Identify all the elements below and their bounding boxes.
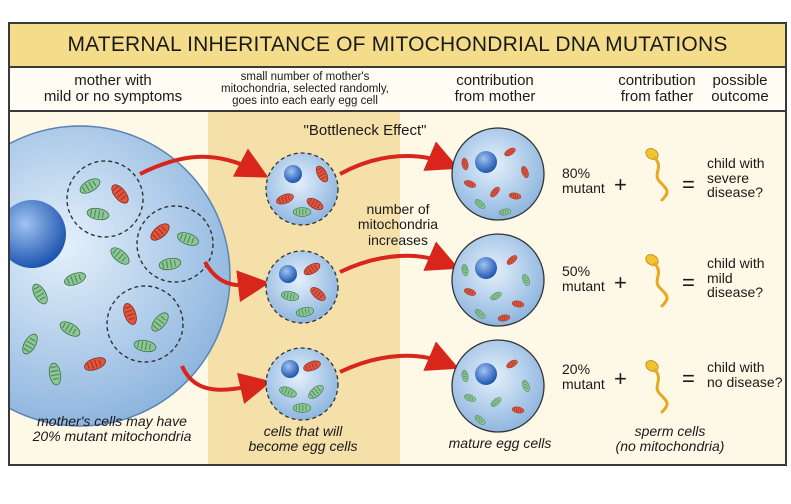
nucleus <box>279 265 297 283</box>
selection-circle <box>136 205 214 283</box>
row2-outcome-line1: child with <box>707 255 765 271</box>
header-possible-outcome: possible outcome <box>700 73 780 105</box>
arrow-to-early-cell-3 <box>180 365 272 405</box>
early-cell-2 <box>265 250 339 324</box>
sperm-caption-line1: sperm cells <box>634 423 706 439</box>
diagram-frame: MATERNAL INHERITANCE OF MITOCHONDRIAL DN… <box>8 22 787 466</box>
selection-circle <box>106 285 184 363</box>
row1-plus: + <box>614 172 627 197</box>
mature-egg-cell-2 <box>451 233 545 327</box>
row2-percent: 50% mutant <box>562 264 605 293</box>
mother-caption-line1: mother's cells may have <box>37 413 187 429</box>
sperm-caption: sperm cells (no mitochondria) <box>605 423 735 455</box>
header-contribution-father: contribution from father <box>607 73 707 105</box>
bottleneck-label: "Bottleneck Effect" <box>303 122 427 139</box>
nucleus <box>475 363 497 385</box>
row2-mutant-label: mutant <box>562 277 605 294</box>
column-headers: mother with mild or no symptoms small nu… <box>10 68 785 112</box>
normal-mitochondrion <box>292 207 312 217</box>
header-cm-line1: contribution <box>456 72 534 89</box>
title-bar: MATERNAL INHERITANCE OF MITOCHONDRIAL DN… <box>10 24 785 68</box>
row1-percent: 80% mutant <box>562 166 605 195</box>
header-mother-line2: mild or no symptoms <box>43 87 183 105</box>
sperm-cell-icon <box>642 144 669 202</box>
header-cf-line2: from father <box>620 87 694 105</box>
nucleus <box>475 257 497 279</box>
header-bottleneck-line1: small number of mother's <box>240 71 370 83</box>
mother-cells-caption: mother's cells may have 20% mutant mitoc… <box>22 413 202 445</box>
header-po-line1: possible <box>712 72 768 89</box>
row1-percent-value: 80% <box>562 165 591 181</box>
increase-label: number of mitochondria increases <box>348 201 448 248</box>
header-cf-line1: contribution <box>618 72 696 89</box>
row3-mutant-label: mutant <box>562 375 605 392</box>
row3-percent-value: 20% <box>562 361 591 377</box>
row2-outcome-line2: mild <box>707 269 733 286</box>
row1-mutant-label: mutant <box>562 179 605 196</box>
diagram-art <box>10 125 669 433</box>
nucleus <box>475 151 497 173</box>
row1-outcome-line3: disease? <box>707 184 764 201</box>
mother-nucleus <box>10 200 66 268</box>
mother-caption-line2: 20% mutant mitochondria <box>32 428 192 445</box>
increase-label-line1: number of <box>366 201 430 217</box>
arrow-to-early-cell-2 <box>203 260 270 303</box>
row2-outcome-line3: disease? <box>707 284 764 301</box>
sperm-caption-line2: (no mitochondria) <box>615 438 725 455</box>
row2-plus: + <box>614 270 627 295</box>
nucleus <box>281 360 299 378</box>
row2-percent-value: 50% <box>562 263 591 279</box>
row3-outcome-line2: no disease? <box>707 373 783 390</box>
early-caption-line1: cells that will <box>263 423 343 439</box>
row3-outcome: child with no disease? <box>707 360 783 389</box>
early-cell-1 <box>265 152 339 226</box>
header-cm-line2: from mother <box>454 87 536 105</box>
row3-equals: = <box>682 366 695 391</box>
mature-egg-cell-1 <box>451 127 545 221</box>
sperm-cell-icon <box>642 356 669 414</box>
arrow-to-mature-cell-1 <box>339 141 460 176</box>
row3-outcome-line1: child with <box>707 359 765 375</box>
row3-plus: + <box>614 366 627 391</box>
header-po-line2: outcome <box>711 87 769 105</box>
early-cells-caption: cells that will become egg cells <box>228 423 378 455</box>
mother-cell <box>10 125 231 427</box>
row1-equals: = <box>682 172 695 197</box>
increase-label-line3: increases <box>368 231 428 248</box>
row1-outcome-line2: severe <box>707 169 750 186</box>
row2-equals: = <box>682 270 695 295</box>
arrow-to-mature-cell-3 <box>339 341 460 374</box>
row2-outcome: child with mild disease? <box>707 256 765 300</box>
selection-circle <box>66 160 144 238</box>
header-contribution-mother: contribution from mother <box>430 73 560 105</box>
row3-percent: 20% mutant <box>562 362 605 391</box>
early-cell-3 <box>265 347 339 421</box>
header-mother-line1: mother with <box>74 72 152 89</box>
arrow-to-mature-cell-2 <box>339 241 460 274</box>
mature-egg-caption: mature egg cells <box>448 435 552 451</box>
sperm-cell-icon <box>642 250 669 308</box>
early-caption-line2: become egg cells <box>248 438 358 455</box>
header-bottleneck-line2: mitochondria, selected randomly, <box>221 83 389 96</box>
row1-outcome: child with severe disease? <box>707 156 765 200</box>
header-bottleneck-line3: goes into each early egg cell <box>232 95 378 108</box>
nucleus <box>284 165 302 183</box>
diagram-title: MATERNAL INHERITANCE OF MITOCHONDRIAL DN… <box>67 33 728 56</box>
row1-outcome-line1: child with <box>707 155 765 171</box>
increase-label-line2: mitochondria <box>357 216 439 233</box>
mature-egg-cell-3 <box>451 339 545 433</box>
normal-mitochondrion <box>292 403 312 413</box>
arrow-to-early-cell-1 <box>139 148 269 178</box>
header-bottleneck: small number of mother's mitochondria, s… <box>210 71 400 107</box>
header-mother: mother with mild or no symptoms <box>28 73 198 105</box>
